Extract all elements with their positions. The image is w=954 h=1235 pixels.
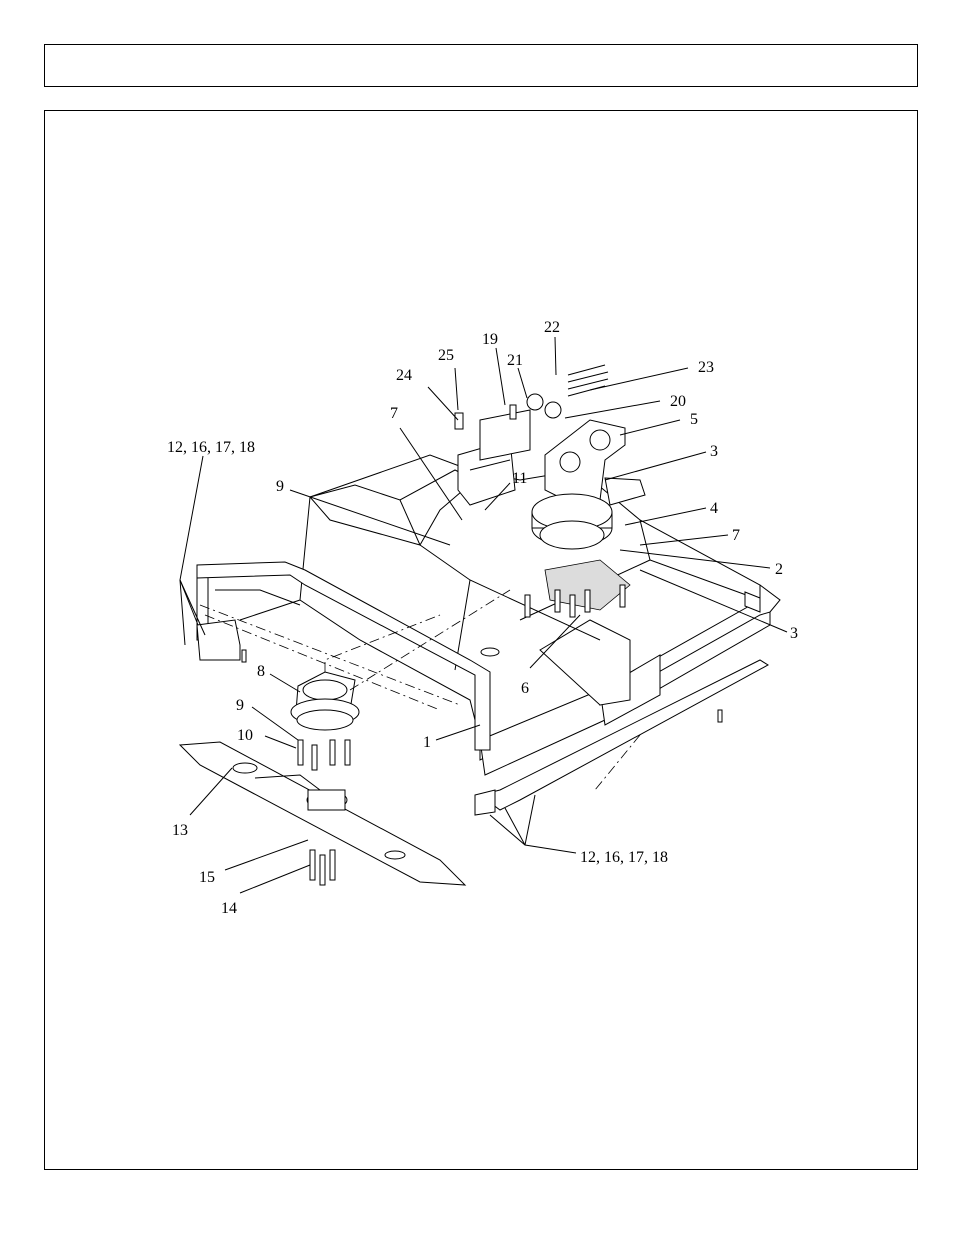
- callout-14: 14: [221, 900, 237, 917]
- callout-3-lower: 3: [790, 625, 798, 642]
- callout-13: 13: [172, 822, 188, 839]
- callout-10: 10: [237, 727, 253, 744]
- callout-22: 22: [544, 319, 560, 336]
- callout-6: 6: [521, 680, 529, 697]
- callout-2: 2: [775, 561, 783, 578]
- callout-5: 5: [690, 411, 698, 428]
- callout-3-upper: 3: [710, 443, 718, 460]
- callout-21: 21: [507, 352, 523, 369]
- callout-8: 8: [257, 663, 265, 680]
- callout-23: 23: [698, 359, 714, 376]
- callout-1: 1: [423, 734, 431, 751]
- callout-4: 4: [710, 500, 718, 517]
- callout-7-lower: 7: [732, 527, 740, 544]
- callout-24: 24: [396, 367, 412, 384]
- callout-9-upper: 9: [276, 478, 284, 495]
- callout-25: 25: [438, 347, 454, 364]
- callout-9-lower: 9: [236, 697, 244, 714]
- callout-15: 15: [199, 869, 215, 886]
- callout-12-16-17-18-left: 12, 16, 17, 18: [167, 439, 255, 456]
- callout-20: 20: [670, 393, 686, 410]
- callout-19: 19: [482, 331, 498, 348]
- callout-12-16-17-18-right: 12, 16, 17, 18: [580, 849, 668, 866]
- callout-7-upper: 7: [390, 405, 398, 422]
- callout-11: 11: [512, 470, 527, 487]
